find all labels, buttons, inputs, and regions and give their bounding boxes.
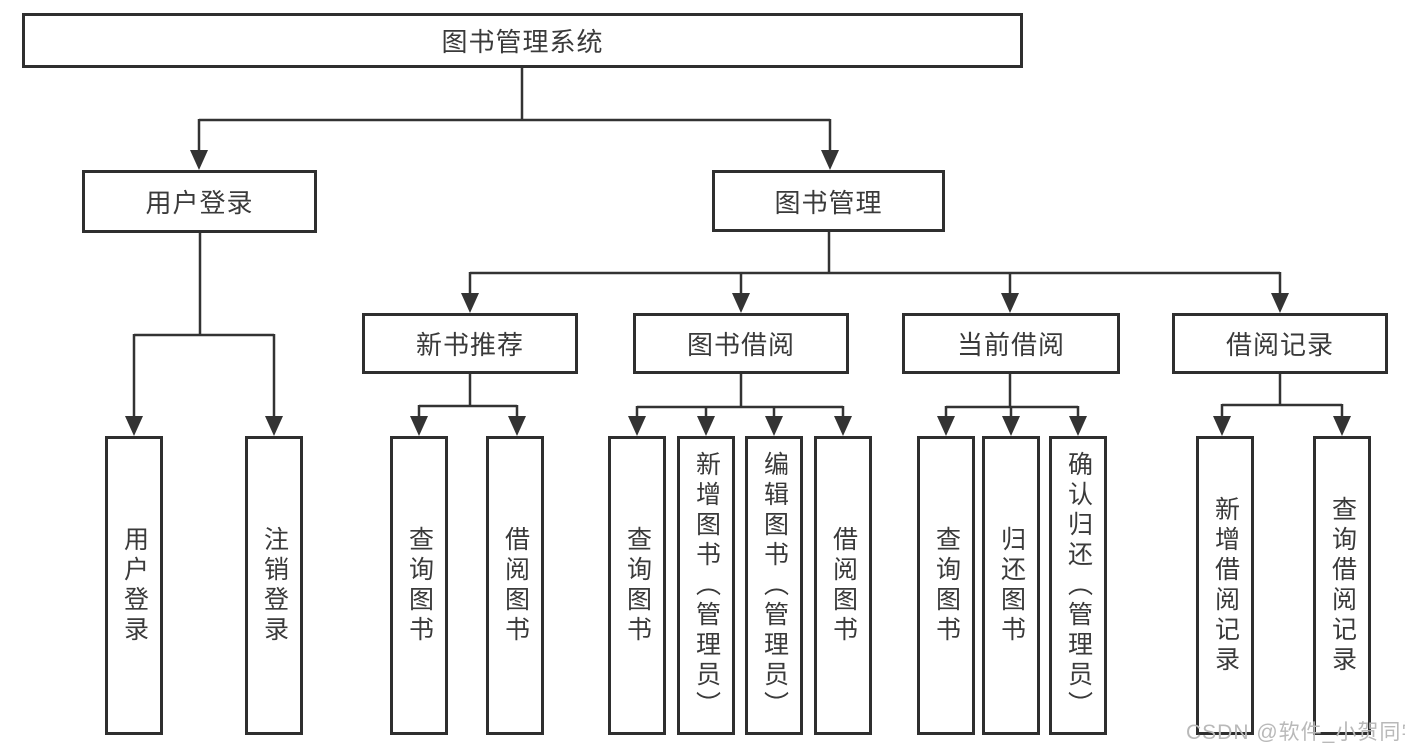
leaf-edit-books-admin: 编辑图书（管理员） — [745, 436, 803, 735]
node-label: 图书管理系统 — [441, 27, 604, 57]
node-label: 新增图书（管理员） — [692, 450, 721, 721]
node-library-system: 图书管理系统 — [22, 13, 1023, 68]
node-user-login-branch: 用户登录 — [82, 170, 317, 233]
node-new-book-recommend: 新书推荐 — [362, 313, 578, 374]
leaf-query-borrow-record: 查询借阅记录 — [1313, 436, 1371, 735]
node-label: 借阅记录 — [1225, 330, 1334, 360]
node-label: 查询图书 — [623, 525, 652, 646]
node-current-borrowing: 当前借阅 — [902, 313, 1120, 374]
node-label: 查询图书 — [405, 525, 434, 646]
node-book-borrowing: 图书借阅 — [633, 313, 849, 374]
node-label: 当前借阅 — [956, 330, 1065, 360]
leaf-user-login: 用户登录 — [105, 436, 163, 735]
leaf-query-books-current: 查询图书 — [917, 436, 975, 735]
node-label: 图书管理 — [774, 187, 883, 218]
node-label: 查询图书 — [932, 525, 961, 646]
node-label: 新书推荐 — [415, 330, 524, 360]
node-label: 归还图书 — [997, 525, 1026, 646]
leaf-borrow-books-borrowing: 借阅图书 — [814, 436, 872, 735]
leaf-return-books: 归还图书 — [982, 436, 1040, 735]
node-label: 查询借阅记录 — [1328, 495, 1357, 676]
node-label: 借阅图书 — [829, 525, 858, 646]
leaf-query-books-borrowing: 查询图书 — [608, 436, 666, 735]
node-label: 用户登录 — [120, 525, 149, 646]
node-label: 确认归还（管理员） — [1064, 450, 1093, 721]
leaf-query-books-recommend: 查询图书 — [390, 436, 448, 735]
node-book-management: 图书管理 — [712, 170, 945, 232]
node-label: 编辑图书（管理员） — [760, 450, 789, 721]
node-label: 图书借阅 — [686, 330, 795, 360]
leaf-confirm-return-admin: 确认归还（管理员） — [1049, 436, 1107, 735]
leaf-add-books-admin: 新增图书（管理员） — [677, 436, 735, 735]
node-borrowing-records: 借阅记录 — [1172, 313, 1388, 374]
node-label: 用户登录 — [145, 188, 254, 218]
csdn-watermark: CSDN @软件_小贺同学 — [1186, 721, 1405, 744]
leaf-logout-login: 注销登录 — [245, 436, 303, 735]
node-label: 借阅图书 — [501, 525, 530, 646]
leaf-add-borrow-record: 新增借阅记录 — [1196, 436, 1254, 735]
leaf-borrow-books-recommend: 借阅图书 — [486, 436, 544, 735]
node-label: 注销登录 — [260, 525, 289, 646]
node-label: 新增借阅记录 — [1211, 495, 1240, 676]
arrow-down-icons — [125, 150, 1351, 436]
